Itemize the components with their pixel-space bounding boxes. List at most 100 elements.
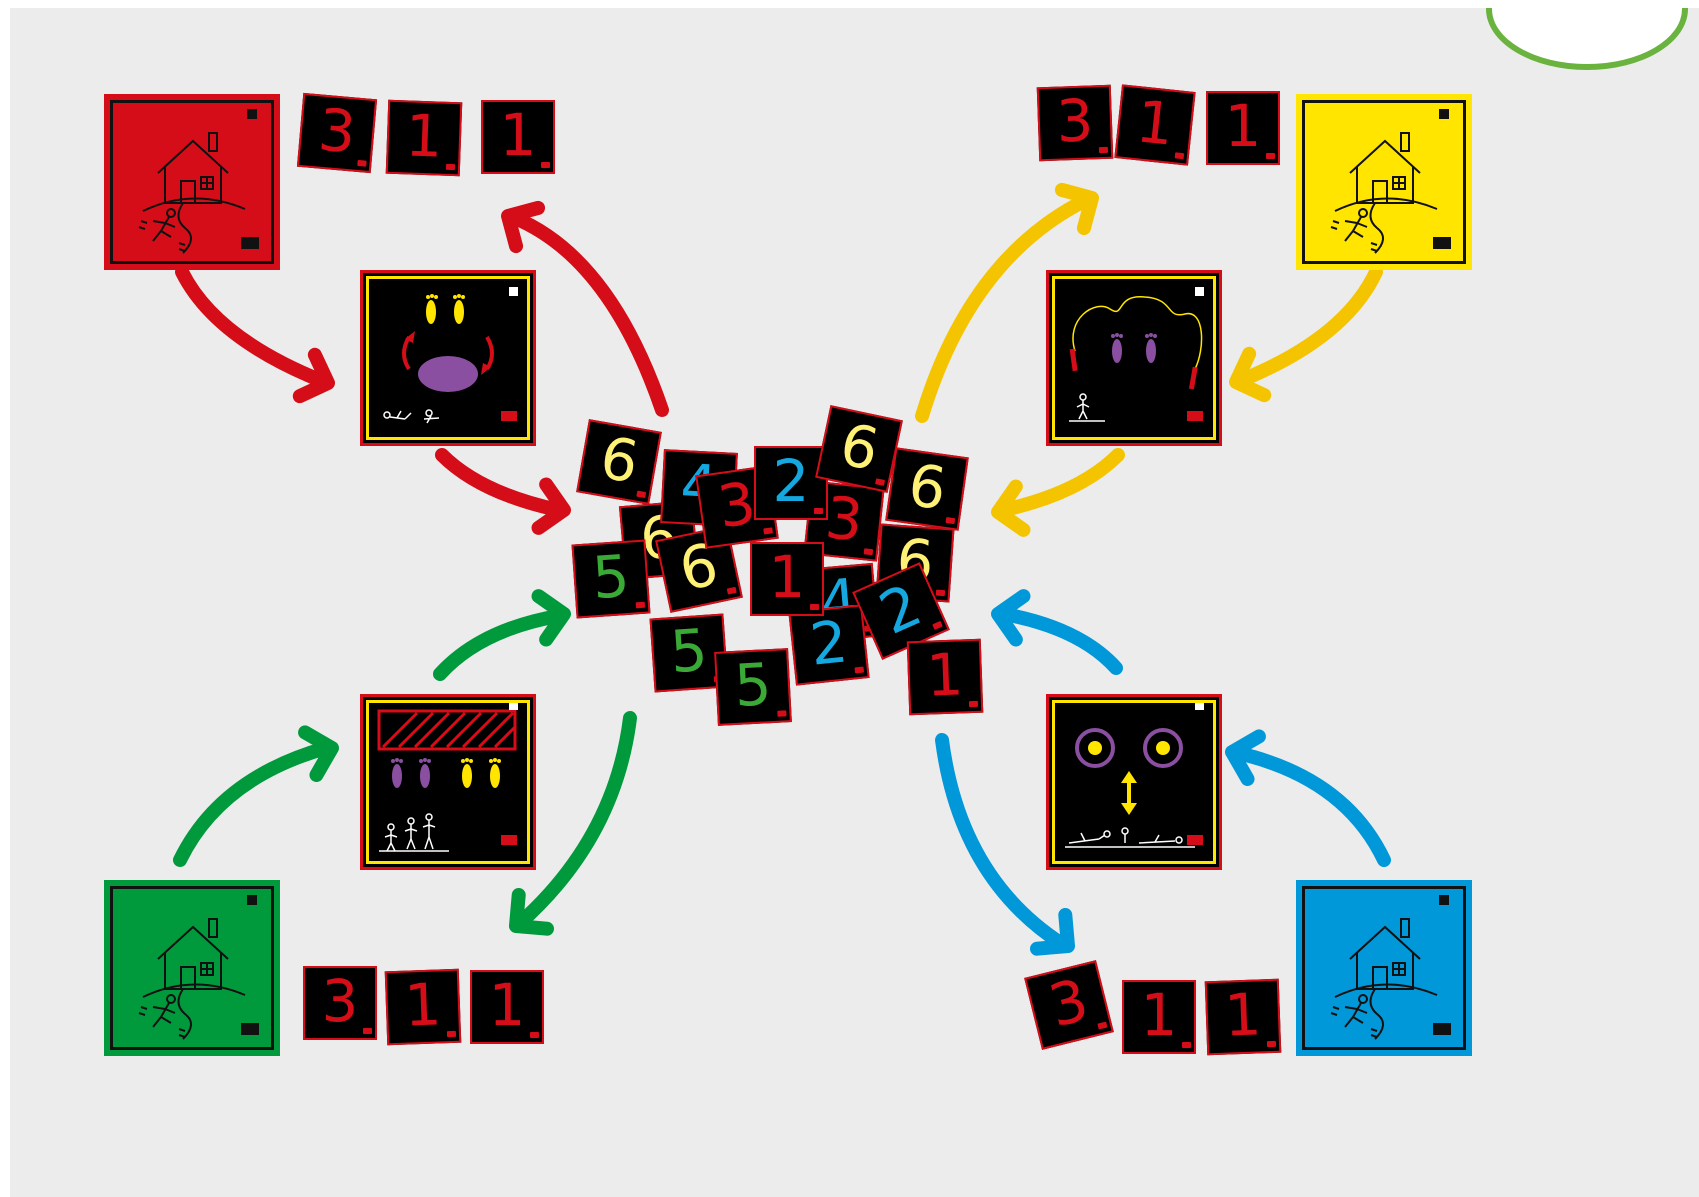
card-number: 5 xyxy=(668,615,710,687)
arrow-red-station-to-pile-head xyxy=(531,477,571,535)
card-logo-icon xyxy=(1097,1021,1108,1030)
arrow-green-home-to-station-head xyxy=(298,725,339,782)
card-logo-icon xyxy=(635,601,646,609)
card-number: 1 xyxy=(1140,981,1178,1049)
card-number: 1 xyxy=(499,101,537,169)
home-base-blue[interactable] xyxy=(1296,880,1472,1056)
pile-card[interactable]: 6 xyxy=(576,419,662,505)
corner-card-nw-3[interactable]: 1 xyxy=(481,100,555,174)
arrow-green-home-to-station xyxy=(173,741,333,867)
corner-card-se-2[interactable]: 1 xyxy=(1122,980,1196,1054)
card-number: 5 xyxy=(590,541,632,613)
pile-card[interactable]: 2 xyxy=(788,604,870,686)
card-number: 1 xyxy=(403,970,443,1040)
card-number: 1 xyxy=(1133,87,1178,159)
card-number: 3 xyxy=(1042,965,1095,1041)
game-board: 311311311311644263326666515521 xyxy=(10,8,1699,1197)
pile-card[interactable]: 5 xyxy=(714,648,792,726)
pile-card[interactable]: 1 xyxy=(750,542,824,616)
card-logo-icon xyxy=(1266,153,1275,159)
house-runner-icon xyxy=(1330,895,1451,1040)
arrow-red-pile-to-cards xyxy=(508,211,669,417)
arrow-green-pile-to-cards-head xyxy=(509,888,554,936)
jump-rope-icon xyxy=(1069,287,1204,422)
corner-card-sw-3[interactable]: 1 xyxy=(470,970,544,1044)
arrow-red-pile-to-cards-head xyxy=(501,200,546,254)
card-logo-icon xyxy=(968,700,979,708)
card-logo-icon xyxy=(875,478,886,486)
pile-card[interactable]: 6 xyxy=(885,447,969,531)
corner-card-se-3[interactable]: 1 xyxy=(1204,978,1282,1056)
card-logo-icon xyxy=(445,163,456,171)
arrow-yellow-station-to-pile xyxy=(997,448,1125,517)
card-logo-icon xyxy=(636,490,647,499)
card-number: 1 xyxy=(488,971,526,1039)
card-number: 1 xyxy=(925,640,965,710)
card-number: 3 xyxy=(321,967,359,1035)
pile-card[interactable]: 2 xyxy=(754,446,828,520)
home-base-yellow[interactable] xyxy=(1296,94,1472,270)
card-logo-icon xyxy=(363,1028,372,1034)
station-jump-rope[interactable] xyxy=(1046,270,1222,446)
arrow-blue-home-to-station-head xyxy=(1225,729,1266,786)
card-logo-icon xyxy=(777,710,787,717)
corner-card-ne-2[interactable]: 1 xyxy=(1114,84,1196,166)
card-logo-icon xyxy=(810,604,819,610)
card-logo-icon xyxy=(935,589,946,597)
station-feet-rotate[interactable] xyxy=(360,270,536,446)
card-number: 2 xyxy=(772,447,810,515)
arrow-green-pile-to-cards xyxy=(513,711,637,930)
card-number: 2 xyxy=(869,570,931,648)
arrow-green-station-to-pile xyxy=(433,609,565,681)
arrow-blue-pile-to-cards xyxy=(935,733,1069,951)
corner-card-sw-1[interactable]: 3 xyxy=(303,966,377,1040)
flow-arrows xyxy=(173,182,1391,956)
arrow-yellow-cards-to-station-path-head xyxy=(1054,182,1099,236)
hand-targets-icon xyxy=(1065,701,1204,848)
pile-card[interactable]: 6 xyxy=(815,405,903,493)
corner-card-nw-1[interactable]: 3 xyxy=(296,92,378,174)
card-logo-icon xyxy=(541,162,550,168)
arrow-blue-station-to-pile xyxy=(997,607,1123,675)
arrow-red-station-to-pile xyxy=(435,448,565,517)
arrow-yellow-cards-to-station-path xyxy=(915,193,1093,423)
station-hand-targets[interactable] xyxy=(1046,694,1222,870)
card-logo-icon xyxy=(945,516,956,525)
home-base-green[interactable] xyxy=(104,880,280,1056)
corner-card-nw-2[interactable]: 1 xyxy=(385,99,463,177)
arrow-yellow-home-to-station-head xyxy=(1229,346,1272,403)
card-number: 1 xyxy=(1223,980,1263,1050)
corner-card-ne-1[interactable]: 3 xyxy=(1036,84,1114,162)
house-runner-icon xyxy=(138,895,259,1040)
card-logo-icon xyxy=(932,620,943,630)
arrow-blue-station-to-pile-head xyxy=(991,589,1031,647)
card-logo-icon xyxy=(1174,152,1185,160)
corner-card-ne-3[interactable]: 1 xyxy=(1206,91,1280,165)
hurdle-icon xyxy=(377,701,518,852)
card-number: 3 xyxy=(822,483,867,555)
corner-card-sw-2[interactable]: 1 xyxy=(384,968,462,1046)
pile-card[interactable]: 5 xyxy=(571,539,651,619)
card-logo-icon xyxy=(726,586,737,595)
card-number: 1 xyxy=(404,101,444,171)
card-number: 6 xyxy=(834,409,885,485)
feet-rotate-icon xyxy=(383,287,518,424)
house-runner-icon xyxy=(138,109,259,254)
card-number: 1 xyxy=(1224,92,1262,160)
card-number: 1 xyxy=(768,543,806,611)
arrow-red-home-to-station xyxy=(175,265,329,388)
card-logo-icon xyxy=(357,159,367,167)
home-base-red[interactable] xyxy=(104,94,280,270)
arrow-green-station-to-pile-head xyxy=(531,589,571,647)
card-number: 5 xyxy=(732,650,774,720)
arrow-yellow-home-to-station xyxy=(1235,265,1383,387)
arrow-yellow-station-to-pile-head xyxy=(991,479,1031,537)
card-number: 6 xyxy=(904,450,951,524)
station-hurdle[interactable] xyxy=(360,694,536,870)
card-number: 3 xyxy=(1055,86,1095,156)
pile-card[interactable]: 1 xyxy=(906,638,984,716)
card-logo-icon xyxy=(1098,146,1109,154)
arrow-blue-home-to-station xyxy=(1231,746,1391,867)
card-number: 2 xyxy=(806,607,851,679)
arrow-blue-pile-to-cards-head xyxy=(1030,908,1075,956)
